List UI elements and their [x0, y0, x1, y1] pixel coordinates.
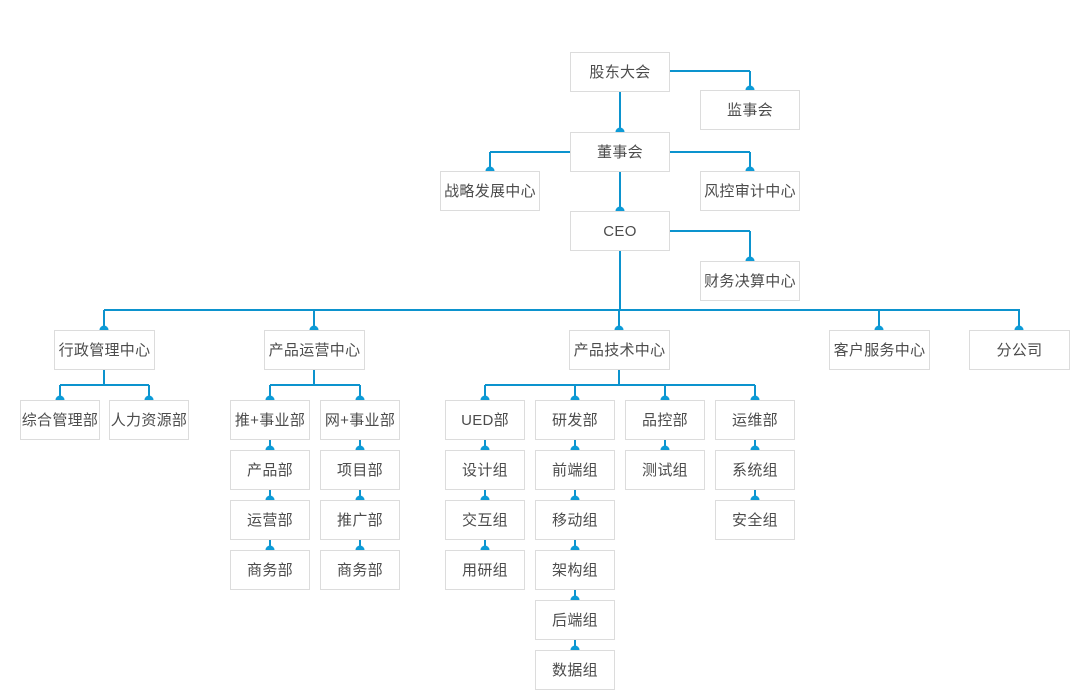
org-node-label: 财务决算中心	[704, 272, 796, 290]
org-node-n5[interactable]: 风控审计中心	[700, 171, 800, 211]
org-node-n34[interactable]: 测试组	[625, 450, 705, 490]
org-node-n20[interactable]: 项目部	[320, 450, 400, 490]
org-node-n4[interactable]: 战略发展中心	[440, 171, 540, 211]
org-node-label: 产品技术中心	[573, 341, 666, 359]
org-node-n9[interactable]: 产品运营中心	[264, 330, 365, 370]
org-node-label: 移动组	[552, 511, 598, 529]
org-node-label: 产品运营中心	[268, 341, 361, 359]
org-node-label: CEO	[603, 222, 637, 240]
org-node-n35[interactable]: 运维部	[715, 400, 795, 440]
org-node-n6[interactable]: CEO	[570, 211, 670, 251]
org-node-label: 风控审计中心	[704, 182, 796, 200]
org-node-label: 客户服务中心	[833, 341, 926, 359]
org-node-n29[interactable]: 移动组	[535, 500, 615, 540]
org-node-n11[interactable]: 客户服务中心	[829, 330, 930, 370]
org-node-n14[interactable]: 人力资源部	[109, 400, 189, 440]
org-node-label: 分公司	[996, 341, 1043, 359]
org-node-n8[interactable]: 行政管理中心	[54, 330, 155, 370]
org-node-label: 研发部	[552, 411, 598, 429]
org-node-label: 运营部	[247, 511, 293, 529]
org-node-label: 设计组	[462, 461, 508, 479]
org-node-n3[interactable]: 董事会	[570, 132, 670, 172]
org-node-label: 商务部	[247, 561, 293, 579]
org-node-n10[interactable]: 产品技术中心	[569, 330, 670, 370]
org-node-n30[interactable]: 架构组	[535, 550, 615, 590]
org-node-label: 前端组	[552, 461, 598, 479]
org-node-n2[interactable]: 监事会	[700, 90, 800, 130]
org-node-n25[interactable]: 交互组	[445, 500, 525, 540]
org-node-n31[interactable]: 后端组	[535, 600, 615, 640]
org-node-label: 商务部	[337, 561, 383, 579]
org-node-label: 交互组	[462, 511, 508, 529]
org-node-label: 综合管理部	[21, 411, 99, 429]
org-node-n16[interactable]: 产品部	[230, 450, 310, 490]
org-node-n24[interactable]: 设计组	[445, 450, 525, 490]
org-node-label: 用研组	[462, 561, 508, 579]
org-node-label: 董事会	[597, 143, 643, 161]
org-node-label: 行政管理中心	[58, 341, 151, 359]
org-node-n19[interactable]: 网+事业部	[320, 400, 400, 440]
org-node-n12[interactable]: 分公司	[969, 330, 1070, 370]
org-node-label: 后端组	[552, 611, 598, 629]
org-node-label: 项目部	[337, 461, 383, 479]
org-node-n21[interactable]: 推广部	[320, 500, 400, 540]
org-node-n23[interactable]: UED部	[445, 400, 525, 440]
org-node-label: 安全组	[732, 511, 778, 529]
org-node-label: 监事会	[727, 101, 773, 119]
org-node-label: UED部	[461, 411, 509, 429]
org-node-n27[interactable]: 研发部	[535, 400, 615, 440]
org-node-label: 架构组	[552, 561, 598, 579]
org-node-label: 推广部	[337, 511, 383, 529]
org-node-label: 股东大会	[589, 63, 651, 81]
org-node-label: 测试组	[642, 461, 688, 479]
org-node-n33[interactable]: 品控部	[625, 400, 705, 440]
org-node-label: 品控部	[642, 411, 688, 429]
org-node-n13[interactable]: 综合管理部	[20, 400, 100, 440]
org-node-label: 产品部	[247, 461, 293, 479]
org-node-n22[interactable]: 商务部	[320, 550, 400, 590]
org-node-label: 网+事业部	[324, 411, 396, 429]
org-node-n1[interactable]: 股东大会	[570, 52, 670, 92]
org-node-n15[interactable]: 推+事业部	[230, 400, 310, 440]
org-node-n36[interactable]: 系统组	[715, 450, 795, 490]
org-node-label: 运维部	[732, 411, 778, 429]
org-node-n7[interactable]: 财务决算中心	[700, 261, 800, 301]
org-node-label: 系统组	[732, 461, 778, 479]
org-node-n37[interactable]: 安全组	[715, 500, 795, 540]
org-node-n32[interactable]: 数据组	[535, 650, 615, 690]
org-node-n26[interactable]: 用研组	[445, 550, 525, 590]
org-node-label: 数据组	[552, 661, 598, 679]
org-node-n17[interactable]: 运营部	[230, 500, 310, 540]
org-node-label: 战略发展中心	[444, 182, 536, 200]
org-node-label: 人力资源部	[110, 411, 188, 429]
org-node-n28[interactable]: 前端组	[535, 450, 615, 490]
org-node-label: 推+事业部	[234, 411, 306, 429]
org-node-n18[interactable]: 商务部	[230, 550, 310, 590]
